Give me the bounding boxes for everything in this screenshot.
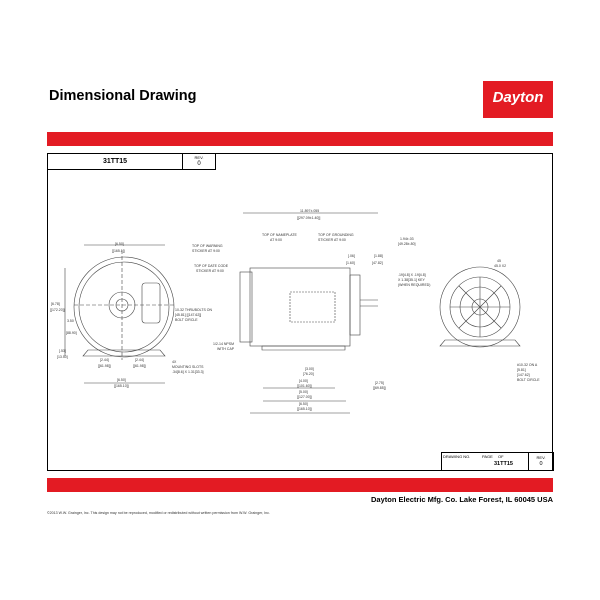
note: STICKER AT 9:00: [318, 238, 346, 242]
note: 1/2-14 NPSM: [213, 342, 234, 346]
dim-label: [13.50]: [57, 355, 68, 359]
dim-label: [[297.09±1.40]]: [297, 216, 320, 220]
dim-label: [2.75]: [375, 381, 384, 385]
copyright: ©2013 W.W. Grainger, Inc. This design ma…: [47, 511, 270, 515]
end-view: 45 45.0 X2 #10-32 ON A [5.81] [147.62] B…: [439, 259, 540, 382]
dim-label: [76.20]: [303, 372, 314, 376]
note: STICKER AT 9:00: [196, 269, 224, 273]
dim-label: [49.28±.80]: [398, 242, 416, 246]
rev-label: REV.: [194, 155, 204, 160]
dim-label: [[165.1]]: [112, 249, 125, 253]
note: TOP OF DATE CODE: [194, 264, 229, 268]
note: 4X: [172, 360, 177, 364]
dim-label: 3.50: [67, 319, 74, 323]
rev-value: 0: [539, 461, 543, 467]
side-view: 11.897±.055 [[297.09±1.40]] TOP OF NAMEP…: [192, 209, 430, 414]
note: BOLT CIRCLE: [175, 318, 198, 322]
note: TOP OF WARNING: [192, 244, 223, 248]
note: 10-32 THRUBOLTS ON: [175, 308, 212, 312]
drawing-no-label: DRAWING NO.: [443, 454, 471, 459]
note: BOLT CIRCLE: [517, 378, 540, 382]
note: [45.81] [[147.62]]: [175, 313, 201, 317]
dim-label: [[165.10]]: [114, 384, 129, 388]
title-block-bottom: DRAWING NO. PAGE OF 31TT15 REV.0: [441, 452, 554, 471]
rev-value: 0: [197, 161, 201, 167]
drawing-frame: [47, 153, 553, 471]
dim-label: [2.44]: [100, 358, 109, 362]
page-label: PAGE: [482, 454, 493, 459]
dim-label: [88.90]: [66, 331, 77, 335]
drawing-number: 31TT15: [494, 461, 513, 467]
model-number: 31TT15: [48, 154, 183, 169]
dim-label: [[61.98]]: [133, 364, 146, 368]
note: (WHEN REQUIRED): [398, 283, 430, 287]
note: WITH CAP: [217, 347, 235, 351]
dim-label: [1.88]: [374, 254, 383, 258]
dim-label: 11.897±.055: [300, 209, 319, 213]
dim-label: [[127.00]]: [297, 395, 312, 399]
dim-label: [[172.20]]: [50, 308, 65, 312]
dim-label: [3.00]: [305, 367, 314, 371]
page-title: Dimensional Drawing: [49, 88, 197, 104]
bottom-red-bar: [47, 478, 553, 492]
note: TOP OF NAMEPLATE: [262, 233, 297, 237]
dim-label: [2.44]: [135, 358, 144, 362]
note: #10-32 ON A: [517, 363, 538, 367]
dayton-logo: Dayton: [483, 81, 553, 118]
note: [147.62]: [517, 373, 530, 377]
dim-label: [[69.85]]: [373, 386, 386, 390]
dim-label: [6.78]: [51, 302, 60, 306]
dim-label: [47.82]: [372, 261, 383, 265]
note: X 1.38[35.1] KEY: [398, 278, 426, 282]
rev-cell: REV.0: [183, 154, 215, 169]
note: STICKER AT 9:00: [192, 249, 220, 253]
dim-label: [6.50]: [299, 402, 308, 406]
of-label: OF: [498, 454, 504, 459]
dim-label: [4.00]: [299, 379, 308, 383]
top-red-bar: [47, 132, 553, 146]
dim-label: [[61.98]]: [98, 364, 111, 368]
dim-label: [1.60]: [346, 261, 355, 265]
dim-label: [.53]: [59, 349, 66, 353]
dim-label: 1.94±.03: [400, 237, 414, 241]
note: AT 9:00: [270, 238, 282, 242]
dim-label: [[101.60]]: [297, 384, 312, 388]
dim-label: [.06]: [348, 254, 355, 258]
note: [5.81]: [517, 368, 526, 372]
dim-label: 45.0 X2: [494, 264, 506, 268]
dim-label: 45: [497, 259, 501, 263]
front-view: [6.50] [[165.1]] [6.78] [[172.20]] 3.50 …: [50, 242, 212, 388]
rev-label: REV.: [536, 455, 546, 460]
dim-label: [5.00]: [299, 390, 308, 394]
dim-label: [6.50]: [117, 378, 126, 382]
company-address: Dayton Electric Mfg. Co. Lake Forest, IL…: [371, 495, 553, 504]
note: .34[8.6] X 1.31[33.3]: [172, 370, 204, 374]
note: MOUNTING SLOTS: [172, 365, 204, 369]
note: .19[4.8] X .19[4.8]: [398, 273, 426, 277]
dim-label: [6.50]: [115, 242, 124, 246]
title-block-top: 31TT15 REV.0: [47, 153, 216, 170]
note: TOP OF GROUNDING: [318, 233, 354, 237]
dim-label: [[165.10]]: [297, 407, 312, 411]
